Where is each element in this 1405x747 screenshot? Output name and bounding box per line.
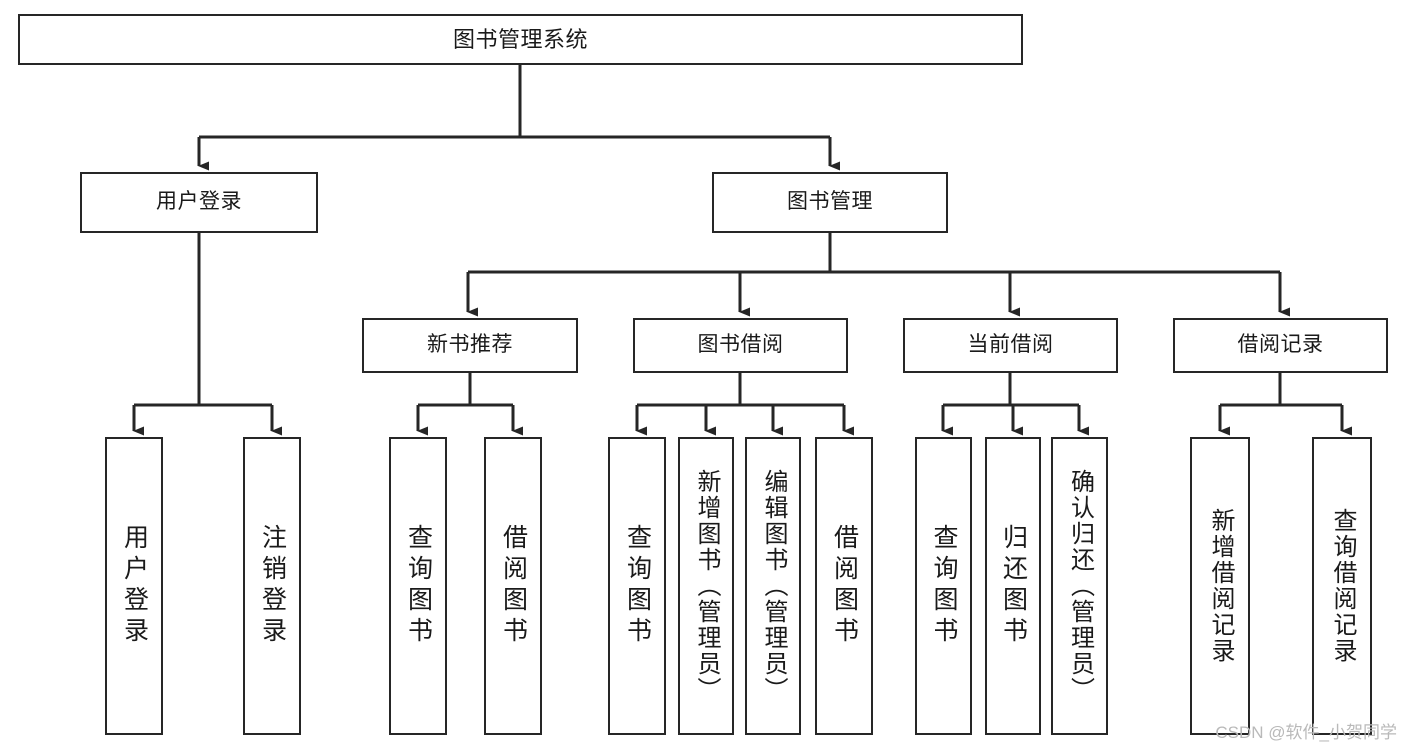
node-label: 新增借阅记录 [1207,508,1234,664]
node-level2-2[interactable]: 当前借阅 [903,318,1118,373]
node-leaf-10[interactable]: 确认归还（管理员） [1051,437,1108,735]
node-leaf-12[interactable]: 查询借阅记录 [1312,437,1372,735]
node-label: 查询借阅记录 [1329,508,1356,664]
node-label: 新书推荐 [427,333,513,357]
node-root-system[interactable]: 图书管理系统 [18,14,1023,65]
node-label: 注销登录 [258,524,287,648]
node-label: 当前借阅 [967,333,1054,357]
node-leaf-3[interactable]: 借阅图书 [484,437,542,735]
node-label: 用户登录 [156,190,242,214]
node-label: 新增图书（管理员） [693,469,720,703]
node-label: 确认归还（管理员） [1066,469,1094,703]
node-label: 查询图书 [623,524,652,648]
node-leaf-9[interactable]: 归还图书 [985,437,1041,735]
node-label: 用户登录 [120,524,149,648]
node-leaf-4[interactable]: 查询图书 [608,437,666,735]
node-leaf-5[interactable]: 新增图书（管理员） [678,437,734,735]
node-label: 借阅图书 [499,524,528,648]
node-leaf-0[interactable]: 用户登录 [105,437,163,735]
node-label: 图书借阅 [697,333,784,357]
node-leaf-1[interactable]: 注销登录 [243,437,301,735]
node-label: 图书管理 [787,190,873,214]
node-label: 归还图书 [999,524,1028,648]
node-level2-3[interactable]: 借阅记录 [1173,318,1388,373]
node-level2-1[interactable]: 图书借阅 [633,318,848,373]
node-leaf-8[interactable]: 查询图书 [915,437,972,735]
node-label: 编辑图书（管理员） [760,469,787,703]
node-label: 借阅图书 [830,524,859,648]
node-label: 查询图书 [930,524,958,648]
node-level1-1[interactable]: 图书管理 [712,172,948,233]
node-leaf-7[interactable]: 借阅图书 [815,437,873,735]
csdn-watermark: CSDN @软件_小贺同学 [1215,723,1397,742]
node-level2-0[interactable]: 新书推荐 [362,318,578,373]
node-leaf-6[interactable]: 编辑图书（管理员） [745,437,801,735]
node-leaf-11[interactable]: 新增借阅记录 [1190,437,1250,735]
node-level1-0[interactable]: 用户登录 [80,172,318,233]
node-leaf-2[interactable]: 查询图书 [389,437,447,735]
node-label: 图书管理系统 [452,26,588,52]
node-label: 借阅记录 [1237,333,1324,357]
node-label: 查询图书 [404,524,433,648]
